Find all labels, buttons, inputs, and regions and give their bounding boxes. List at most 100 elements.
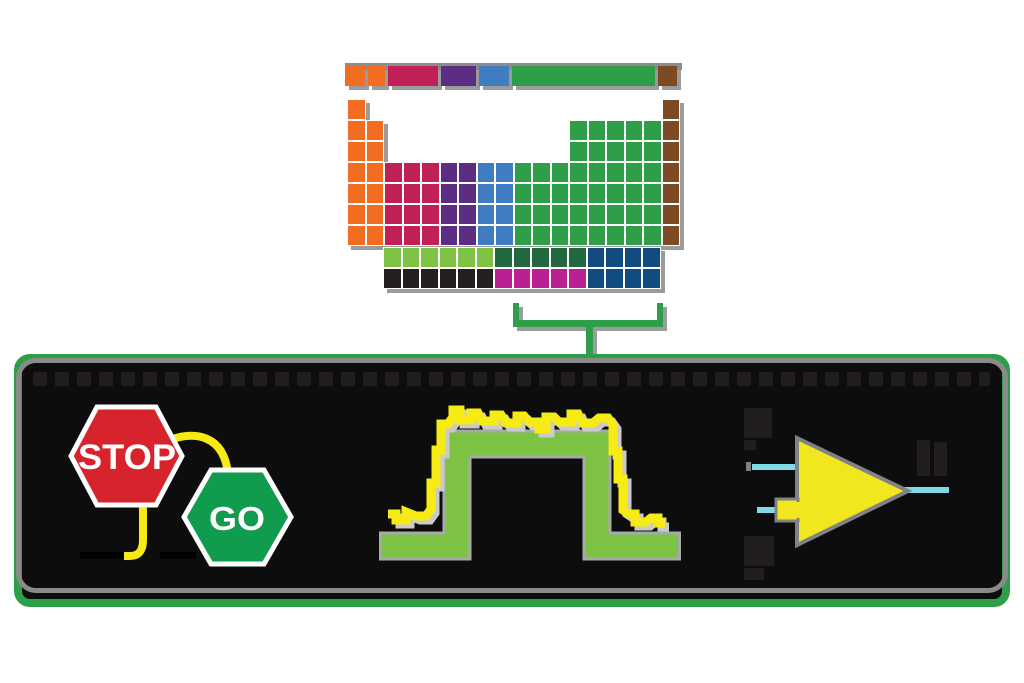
element-cell [420, 247, 439, 268]
element-cell [532, 204, 551, 225]
element-cell [569, 162, 588, 183]
element-cell [586, 247, 605, 268]
go-sign [181, 467, 294, 567]
element-cell [402, 162, 421, 183]
element-cell [550, 204, 569, 225]
element-cell [347, 204, 366, 225]
element-cell [421, 162, 440, 183]
input-wire-bottom [757, 507, 779, 513]
element-cell [458, 225, 477, 246]
empty-cell [384, 141, 403, 162]
element-cell [439, 225, 458, 246]
potential-barrier-illustration [379, 405, 681, 561]
amplifier-illustration [744, 408, 949, 580]
element-cell [438, 268, 457, 289]
element-cell [365, 141, 384, 162]
element-cell [495, 183, 514, 204]
element-cell [347, 99, 366, 120]
element-cell [494, 268, 513, 289]
element-cell [643, 141, 662, 162]
empty-cell [403, 120, 422, 141]
empty-cell [384, 120, 403, 141]
stop-sign [68, 404, 185, 508]
element-cell [365, 204, 384, 225]
element-cell [494, 247, 513, 268]
ghost-label [744, 536, 774, 566]
element-cell [550, 225, 569, 246]
element-cell [569, 225, 588, 246]
empty-cell [440, 141, 459, 162]
element-cell [439, 204, 458, 225]
empty-cell [606, 99, 625, 120]
element-cell [438, 247, 457, 268]
element-cell [402, 225, 421, 246]
element-cell [587, 183, 606, 204]
legend-segment [658, 66, 677, 86]
element-cell [513, 225, 532, 246]
element-cell [458, 204, 477, 225]
element-cell [421, 225, 440, 246]
empty-cell [440, 120, 459, 141]
element-cell [586, 268, 605, 289]
output-wire [903, 487, 949, 493]
empty-cell [421, 141, 440, 162]
element-cell [458, 183, 477, 204]
element-cell [643, 183, 662, 204]
element-cell [661, 120, 680, 141]
empty-cell [477, 141, 496, 162]
empty-cell [551, 141, 570, 162]
element-cell [661, 225, 680, 246]
empty-cell [532, 99, 551, 120]
element-cell [624, 225, 643, 246]
ghost-label [744, 440, 756, 450]
element-cell [606, 120, 625, 141]
empty-cell [384, 99, 403, 120]
gate-square-joint [793, 502, 801, 518]
element-cell [661, 141, 680, 162]
empty-cell [514, 141, 533, 162]
element-cell [606, 183, 625, 204]
element-cell [475, 268, 494, 289]
element-cell [475, 247, 494, 268]
ghost-caption-row [33, 372, 990, 386]
barrier-band [382, 432, 678, 558]
element-cell [661, 99, 680, 120]
empty-cell [421, 99, 440, 120]
go-sign-label: GO [209, 500, 265, 537]
empty-cell [495, 99, 514, 120]
element-cell [347, 183, 366, 204]
element-group-legend [345, 66, 677, 86]
element-cell [347, 225, 366, 246]
stop-sign-label: STOP [78, 438, 176, 477]
legend-segment [479, 66, 509, 86]
element-cell [347, 120, 366, 141]
element-cell [661, 183, 680, 204]
element-cell [624, 162, 643, 183]
element-cell [569, 204, 588, 225]
empty-cell [643, 99, 662, 120]
element-cell [420, 268, 439, 289]
element-cell [624, 204, 643, 225]
ghost-label [744, 568, 764, 580]
element-cell [384, 162, 403, 183]
element-cell [402, 204, 421, 225]
element-cell [606, 141, 625, 162]
element-cell [643, 204, 662, 225]
element-cell [532, 225, 551, 246]
element-cell [643, 162, 662, 183]
element-cell [421, 204, 440, 225]
barrier-outline [379, 429, 681, 561]
empty-cell [551, 99, 570, 120]
element-cell [512, 247, 531, 268]
legend-segment [345, 66, 365, 86]
element-cell [605, 247, 624, 268]
element-cell [550, 162, 569, 183]
empty-cell [532, 120, 551, 141]
element-cell [495, 162, 514, 183]
element-cell [623, 247, 642, 268]
bracket-left-tick [513, 303, 519, 327]
empty-cell [458, 99, 477, 120]
element-cell [421, 183, 440, 204]
element-cell [606, 162, 625, 183]
element-cell [624, 183, 643, 204]
